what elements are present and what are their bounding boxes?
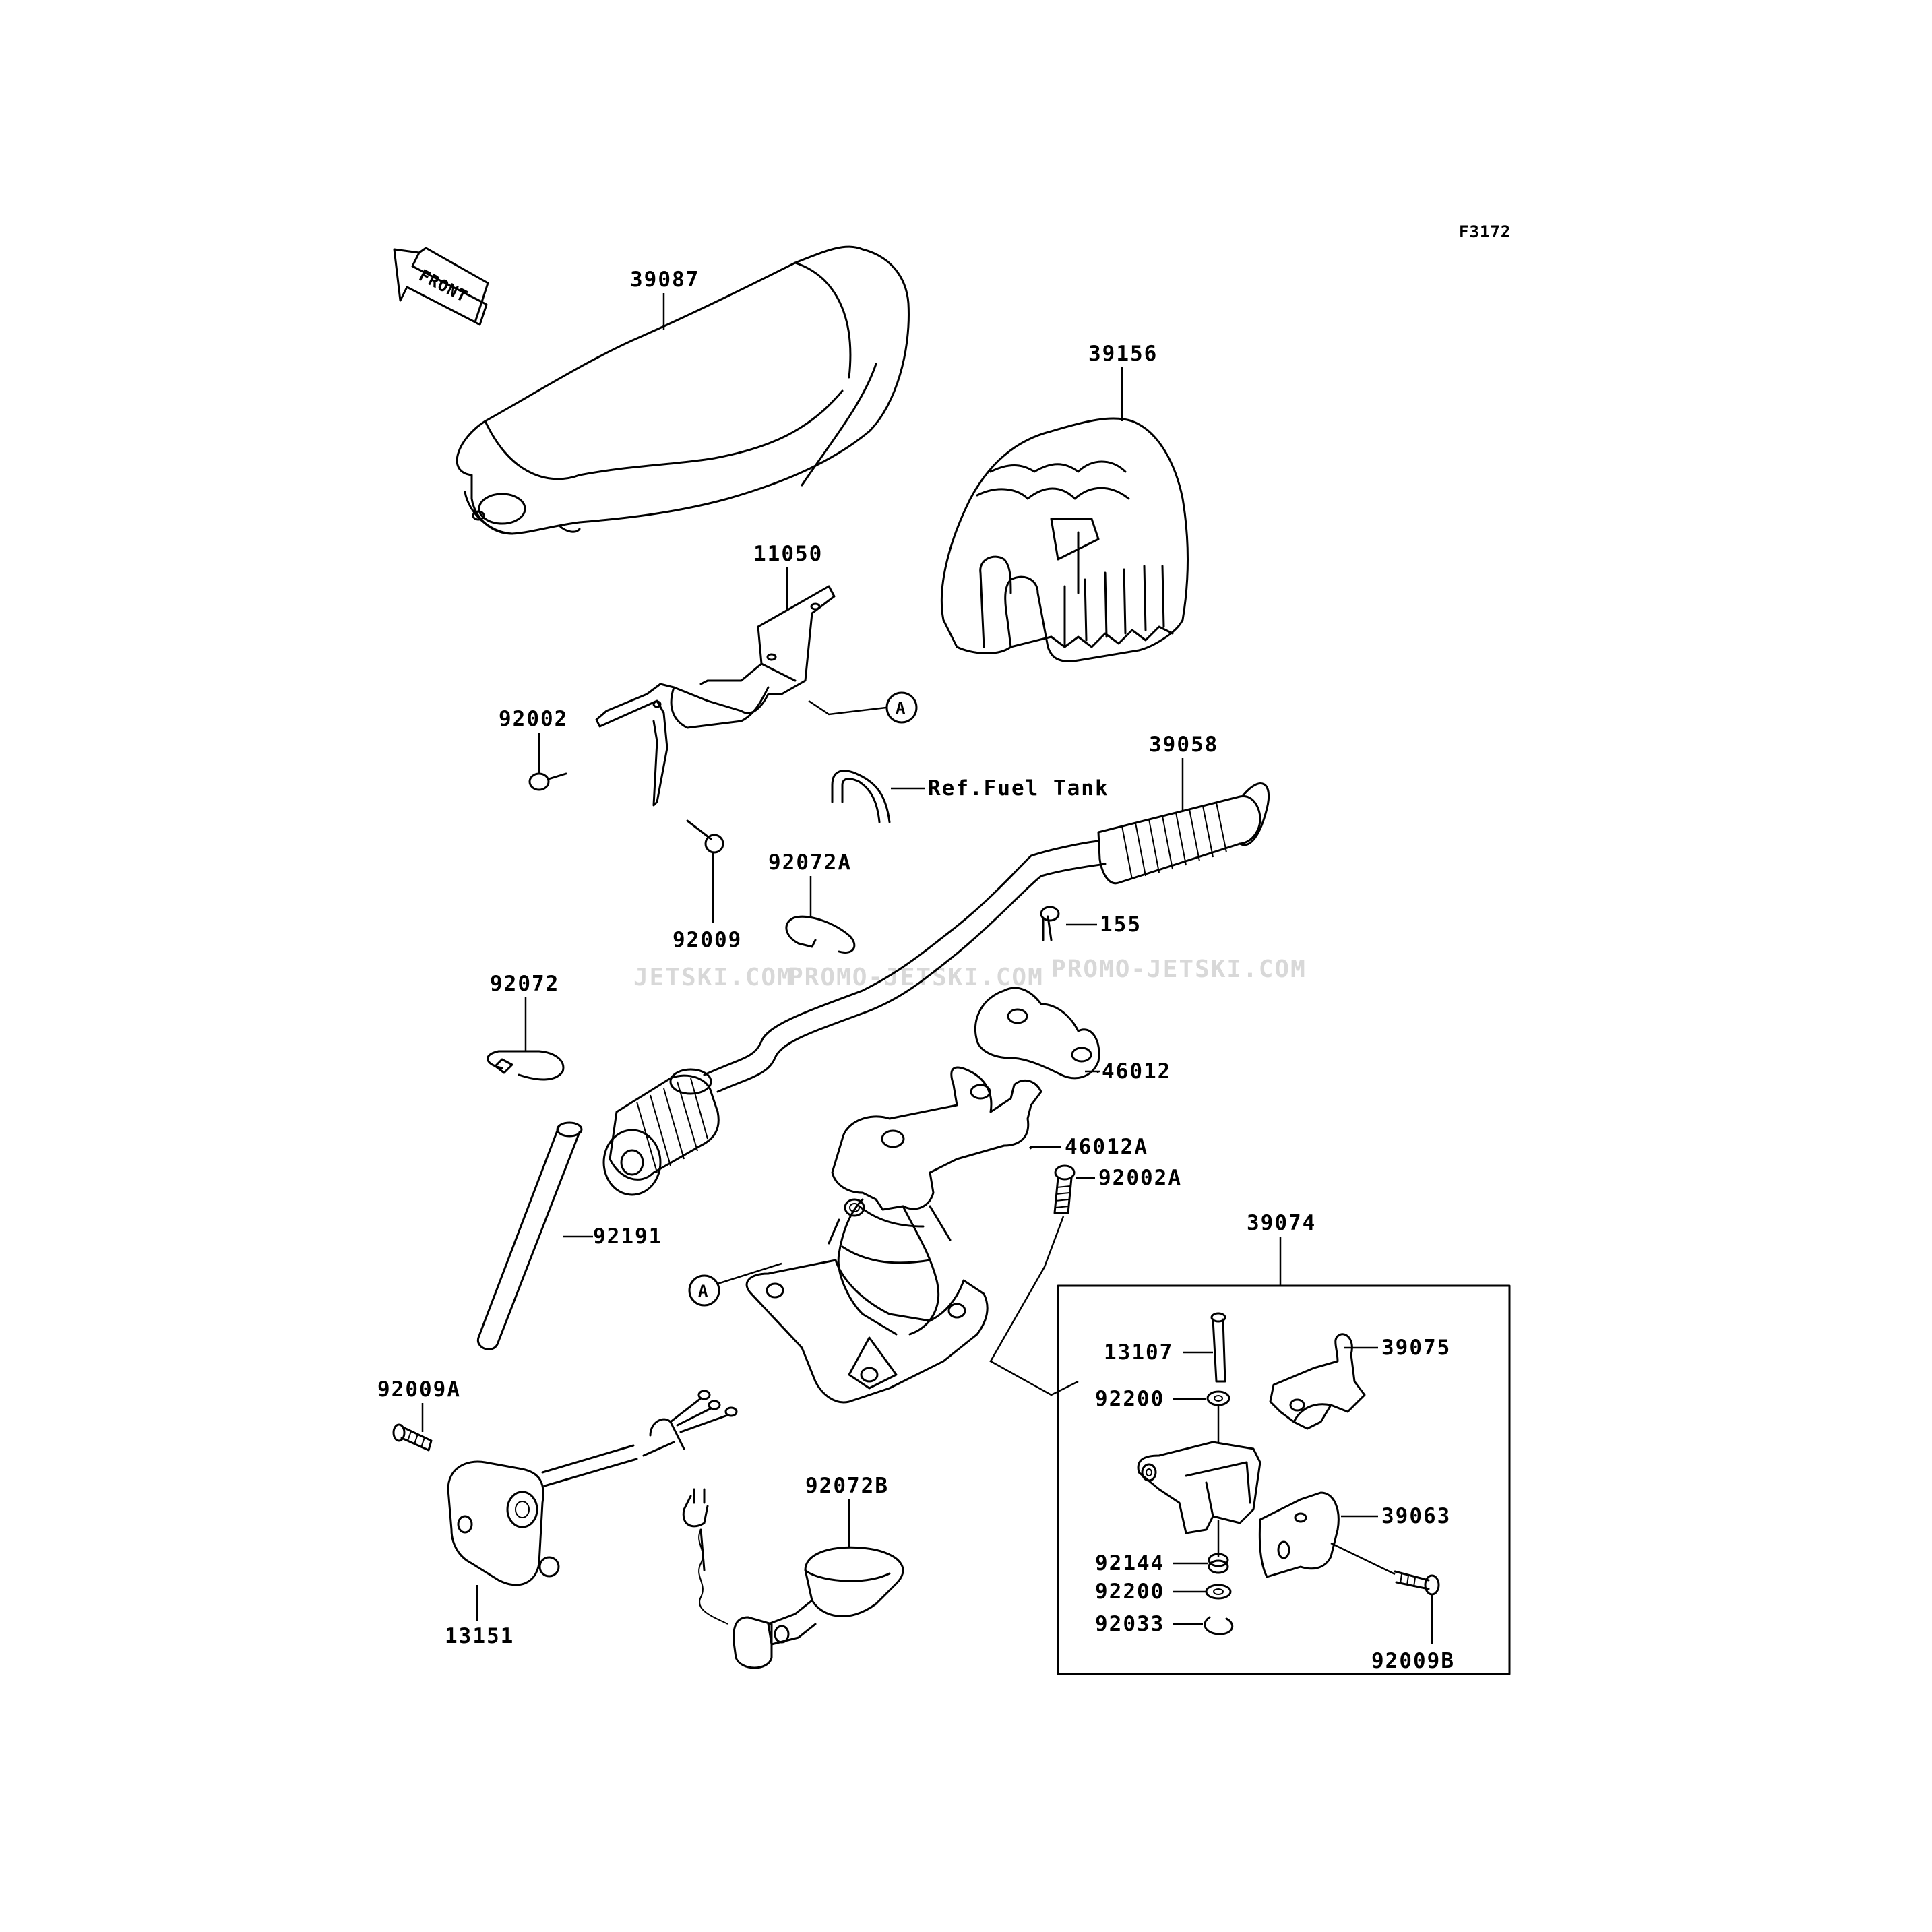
watermark-text-right: PROMO-JETSKI.COM [1051, 956, 1307, 983]
bolt-92002 [528, 772, 567, 791]
part-label-92072B: 92072B [805, 1474, 889, 1498]
screw-92009B [1394, 1570, 1440, 1596]
clip-92033 [1204, 1616, 1234, 1635]
clamp-92072A [785, 915, 856, 954]
part-label-11050: 11050 [753, 542, 823, 566]
leader-lines [421, 293, 1433, 1644]
part-label-39087: 39087 [630, 268, 699, 292]
handlebar-39058 [602, 782, 1270, 1196]
bracket-11050 [595, 585, 836, 807]
clamp-92072 [487, 1050, 565, 1081]
lever-39075 [1269, 1333, 1366, 1430]
clamp-92072B [682, 1488, 904, 1669]
part-label-92191: 92191 [593, 1224, 662, 1249]
holder-46012 [974, 987, 1100, 1080]
reference-marker-a-top: A [885, 691, 918, 724]
bolt-92009A [392, 1423, 433, 1452]
part-label-92002A: 92002A [1098, 1166, 1182, 1190]
part-label-39074: 39074 [1247, 1211, 1316, 1235]
front-arrow-text: FRONT [416, 266, 471, 306]
kit-box-39074 [1057, 1284, 1511, 1675]
part-label-92144: 92144 [1095, 1551, 1164, 1576]
tube-92191 [476, 1121, 583, 1350]
part-label-46012A: 46012A [1065, 1135, 1148, 1159]
washer-92200-upper [1206, 1390, 1230, 1406]
watermark: JETSKI.COM PROMO-JETSKI.COM PROMO-JETSKI… [633, 956, 1307, 991]
part-label-46012: 46012 [1102, 1059, 1171, 1084]
figure-code: F3172 [1459, 222, 1511, 241]
part-labels: 39087 39156 11050 92002 Ref.Fuel Tank 39… [377, 268, 1455, 1673]
boot-cover-39156 [940, 417, 1189, 662]
part-label-92009: 92009 [673, 928, 742, 952]
part-label-92033: 92033 [1095, 1612, 1164, 1636]
part-label-ref-fuel-tank: Ref.Fuel Tank [928, 776, 1109, 801]
part-label-39063: 39063 [1381, 1504, 1451, 1528]
part-label-92009B: 92009B [1371, 1649, 1455, 1673]
spring-92144 [1208, 1553, 1229, 1574]
part-label-13107: 13107 [1104, 1340, 1173, 1365]
front-arrow-icon: FRONT [393, 247, 489, 326]
part-label-92200-lower: 92200 [1095, 1580, 1164, 1604]
washer-92200-lower [1205, 1584, 1232, 1600]
reference-marker-a-top-text: A [896, 699, 906, 718]
part-label-92009A: 92009A [377, 1377, 461, 1402]
cover-39063 [1258, 1491, 1340, 1578]
switch-13151 [447, 1390, 738, 1586]
part-label-92072: 92072 [490, 972, 559, 996]
reference-marker-a-bottom-text: A [698, 1282, 708, 1301]
fuel-tank-hose [831, 770, 891, 823]
steering-post-46012A [745, 1066, 1042, 1404]
watermark-text-left: JETSKI.COM [633, 964, 793, 991]
bolt-92002A [1053, 1164, 1076, 1214]
part-label-39156: 39156 [1088, 342, 1158, 366]
watermark-text-middle: PROMO-JETSKI.COM [788, 964, 1044, 991]
part-label-92072A: 92072A [768, 850, 852, 875]
part-label-155: 155 [1100, 912, 1142, 937]
part-label-92200-upper: 92200 [1095, 1387, 1164, 1411]
bolt-155 [1040, 906, 1060, 941]
throttle-housing [1137, 1441, 1261, 1534]
part-label-39075: 39075 [1381, 1336, 1451, 1360]
reference-marker-a-bottom: A [688, 1274, 720, 1307]
part-label-13151: 13151 [445, 1624, 514, 1648]
part-label-92002: 92002 [499, 707, 568, 731]
bolt-92009 [686, 819, 724, 854]
seat-39087 [456, 245, 910, 535]
part-label-39058: 39058 [1149, 733, 1218, 757]
pin-13107 [1210, 1312, 1226, 1383]
